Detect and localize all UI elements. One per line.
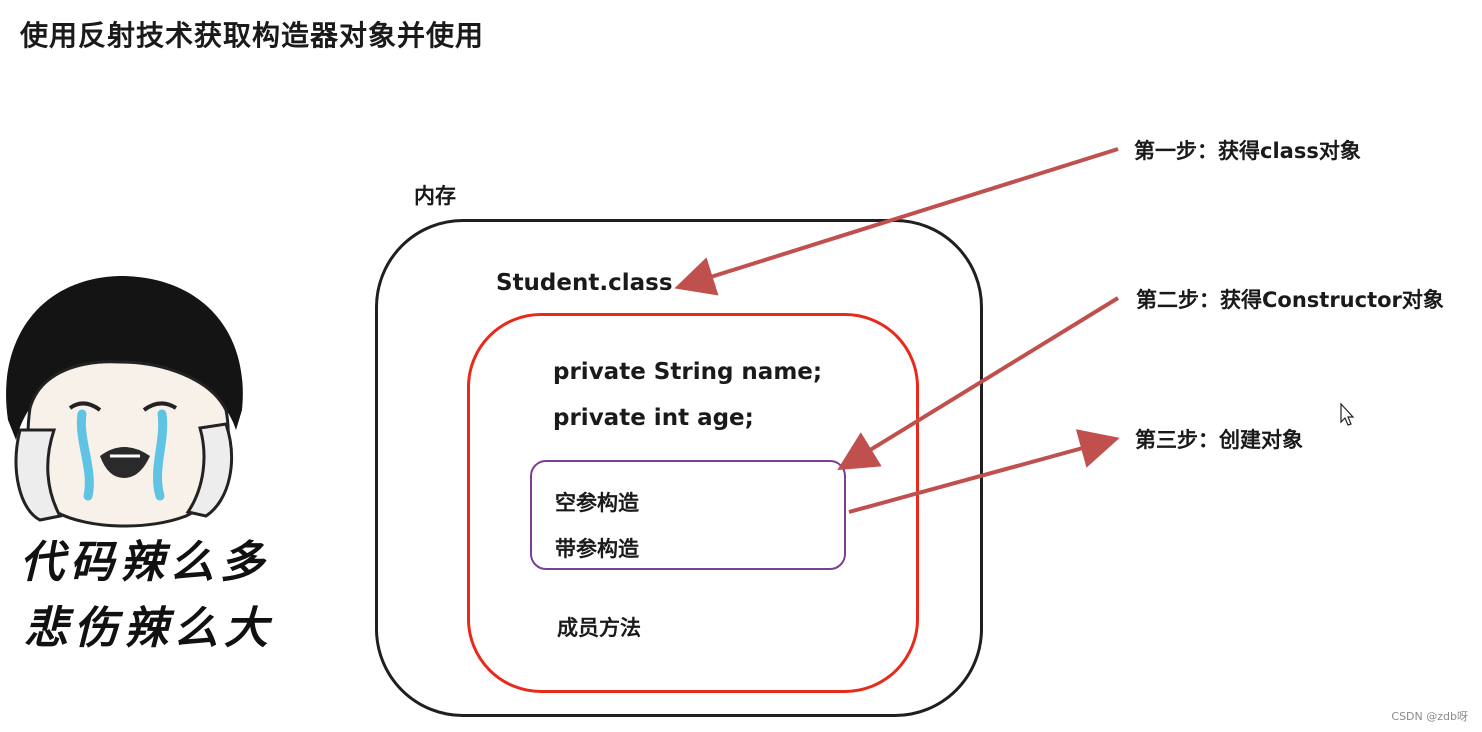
constructor-no-arg: 空参构造: [555, 491, 639, 515]
field-name: private String name;: [553, 359, 823, 385]
step1-label: 第一步：获得class对象: [1134, 139, 1361, 163]
page-title: 使用反射技术获取构造器对象并使用: [20, 19, 485, 52]
constructor-box: [530, 460, 846, 570]
meme-caption-line2: 悲伤辣么大: [24, 603, 274, 654]
member-methods-label: 成员方法: [557, 616, 641, 640]
memory-label: 内存: [414, 184, 456, 208]
memory-box: [375, 219, 983, 717]
class-name-label: Student.class: [496, 270, 673, 296]
crying-face-icon: [6, 276, 243, 528]
step2-label: 第二步：获得Constructor对象: [1136, 288, 1444, 312]
arrow-step3: [848, 429, 1120, 514]
arrow-step2: [837, 296, 1120, 471]
constructor-with-args: 带参构造: [555, 537, 639, 561]
field-age: private int age;: [553, 405, 754, 431]
meme-caption-line1: 代码辣么多: [20, 537, 270, 588]
class-box: [467, 313, 919, 693]
arrow-step1: [674, 147, 1119, 296]
mouse-cursor-icon: [1340, 402, 1355, 426]
watermark: CSDN @zdb呀: [1391, 710, 1468, 723]
step3-label: 第三步：创建对象: [1135, 428, 1303, 452]
